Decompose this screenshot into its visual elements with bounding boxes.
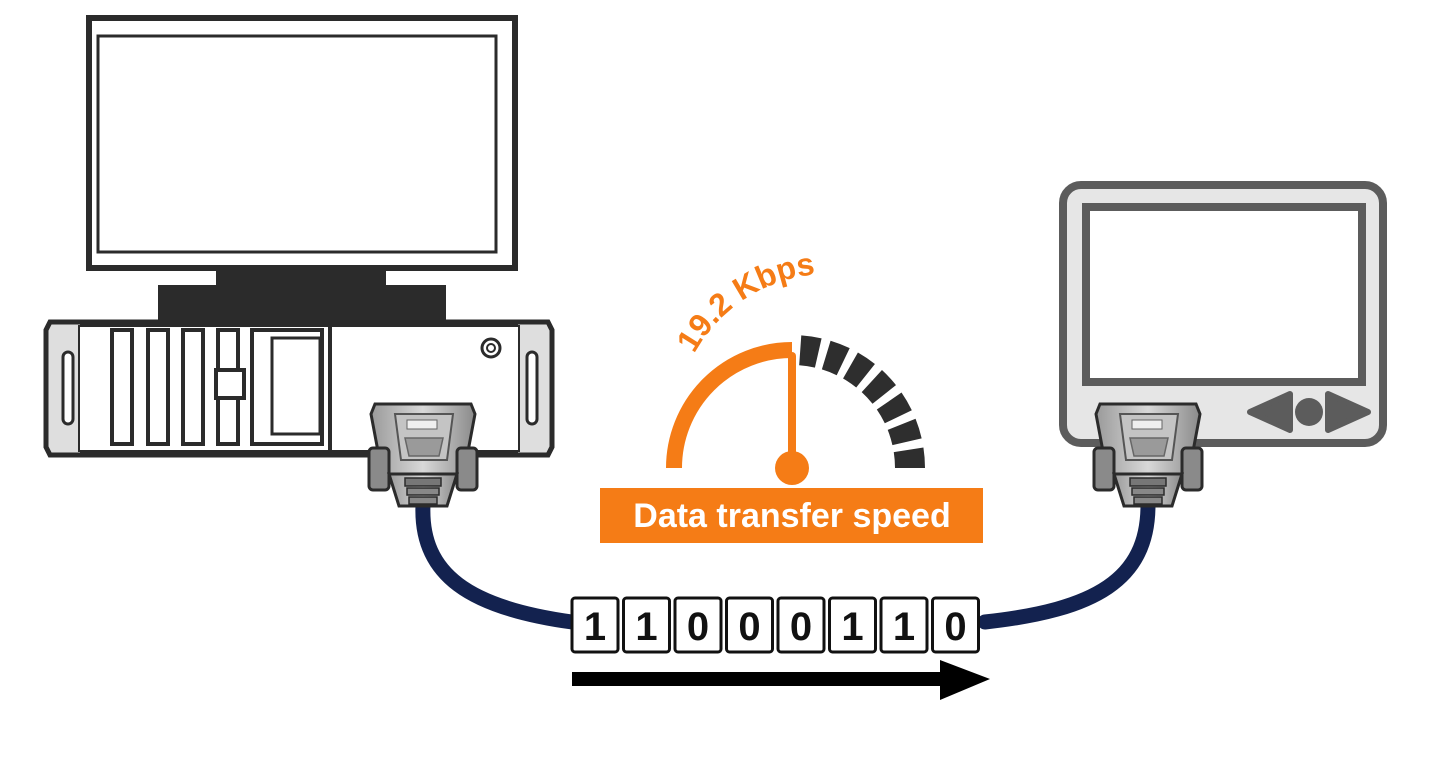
gauge-segment (821, 340, 850, 376)
serial-cable (415, 497, 1156, 630)
gauge-segment (842, 352, 875, 388)
bit-box (622, 596, 671, 654)
caption-box: Data transfer speed (600, 488, 983, 543)
power-button-icon (480, 337, 502, 359)
desktop-computer-icon (43, 15, 555, 458)
gauge-segment (876, 392, 912, 424)
bit-cell: 1 (622, 596, 671, 654)
touch-panel-icon (1059, 181, 1387, 447)
bit-box (879, 596, 929, 654)
bit-cell: 0 (931, 596, 980, 654)
bit-value: 1 (893, 605, 915, 649)
bit-value: 0 (944, 605, 966, 649)
bit-value: 1 (635, 605, 657, 649)
bit-cell: 0 (776, 596, 826, 654)
db9-serial-connector-icon (1092, 402, 1204, 508)
gauge-segment (893, 447, 925, 469)
gauge-active-arc (666, 342, 793, 469)
caption-text: Data transfer speed (633, 497, 950, 535)
arrow-right-icon (572, 660, 990, 700)
gauge-segment (798, 335, 822, 368)
pc-case (43, 319, 555, 458)
bit-value: 0 (687, 605, 709, 649)
speed-value-text: 19.2 Kbps (669, 245, 816, 357)
bit-box (673, 596, 723, 654)
bit-value: 0 (790, 605, 812, 649)
gauge-segment (887, 418, 922, 446)
db9-serial-connector-icon (367, 402, 479, 508)
navigation-buttons (1247, 391, 1371, 433)
bit-value: 1 (841, 605, 863, 649)
bit-cell: 0 (725, 596, 774, 654)
bit-value: 1 (584, 605, 606, 649)
bit-cell: 1 (570, 596, 620, 654)
monitor (86, 15, 518, 321)
speedometer-icon (666, 335, 925, 485)
bit-box (725, 596, 774, 654)
bit-cell: 0 (673, 596, 723, 654)
bit-box (828, 596, 877, 654)
bit-cell: 1 (828, 596, 877, 654)
speed-value-label: 19.2 Kbps (669, 245, 816, 357)
bit-box (931, 596, 980, 654)
bit-box (776, 596, 826, 654)
gauge-hub (775, 451, 809, 485)
bit-value: 0 (738, 605, 760, 649)
gauge-segment (861, 370, 896, 404)
bit-box (570, 596, 620, 654)
bit-cell: 1 (879, 596, 929, 654)
